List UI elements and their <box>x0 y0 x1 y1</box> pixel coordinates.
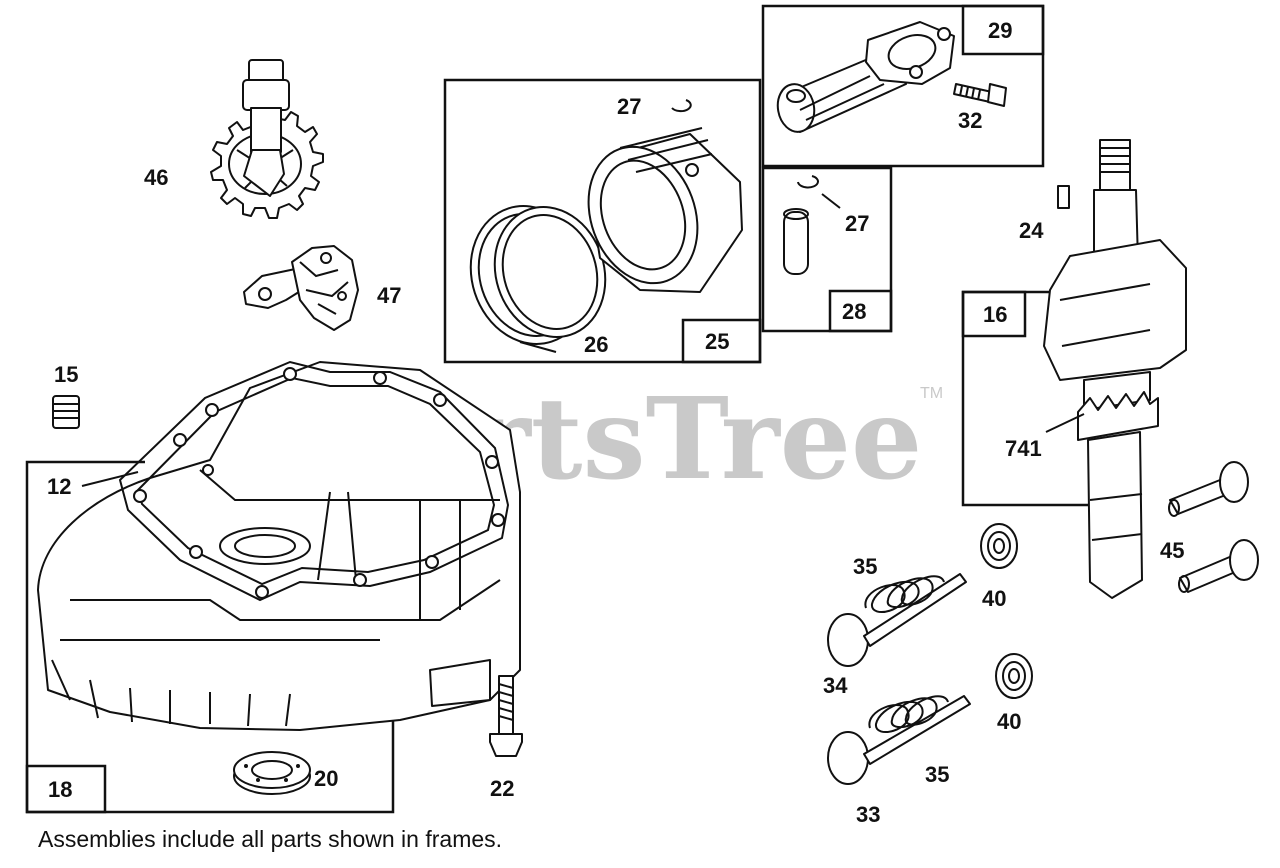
callout-12: 12 <box>47 474 71 499</box>
piston-pin-retainer-part-lower: 27 <box>797 175 869 236</box>
frame-16-crankshaft-assembly: 16 <box>961 290 1090 507</box>
connecting-rod-part <box>776 21 955 133</box>
callout-45: 45 <box>1160 538 1184 563</box>
piston-rings-part: 26 <box>469 205 608 357</box>
callout-34: 34 <box>823 673 848 698</box>
frame-29-connecting-rod-assembly: 29 <box>761 4 1045 168</box>
callout-35-upper: 35 <box>853 554 877 579</box>
valve-spring-part-lower: 35 <box>868 695 949 787</box>
callout-24: 24 <box>1019 218 1044 243</box>
callout-40-lower: 40 <box>997 709 1021 734</box>
cam-gear-part: 46 <box>144 59 324 219</box>
frame-label-16: 16 <box>983 302 1007 327</box>
frame-label-25: 25 <box>705 329 729 354</box>
valve-spring-part-upper: 35 <box>853 554 945 613</box>
callout-26: 26 <box>584 332 608 357</box>
frame-18-sump-assembly: 18 <box>25 460 395 814</box>
valve-retainer-part-lower: 40 <box>995 653 1033 734</box>
rod-bolt-part: 32 <box>953 83 1007 133</box>
valve-lifter-part-lower: 45 <box>1160 538 1259 593</box>
frame-label-28: 28 <box>842 299 866 324</box>
piston-part <box>587 127 743 293</box>
engine-sump-part <box>37 361 521 731</box>
assemblies-caption: Assemblies include all parts shown in fr… <box>38 826 503 852</box>
callout-35-lower: 35 <box>925 762 949 787</box>
intake-valve-part: 34 <box>823 573 967 698</box>
callout-15: 15 <box>54 362 78 387</box>
sump-bolt-part: 22 <box>489 675 523 801</box>
crankshaft-part: 741 <box>1005 139 1187 599</box>
watermark-trademark: TM <box>920 385 943 402</box>
frame-28-wrist-pin-assembly: 28 <box>761 166 893 333</box>
oil-seal-part: 20 <box>233 751 338 795</box>
sump-gasket-part <box>118 360 510 602</box>
callout-12-leader: 12 <box>47 471 139 499</box>
valve-retainer-part-upper: 40 <box>980 523 1018 611</box>
crankshaft-key-part: 24 <box>1019 185 1070 243</box>
callout-33: 33 <box>856 802 880 827</box>
callout-20: 20 <box>314 766 338 791</box>
callout-22: 22 <box>490 776 514 801</box>
wrist-pin-part <box>783 208 809 275</box>
frame-label-29: 29 <box>988 18 1012 43</box>
valve-lifter-part-upper <box>1168 461 1249 517</box>
callout-40-upper: 40 <box>982 586 1006 611</box>
piston-pin-retainer-part-top: 27 <box>617 94 692 119</box>
governor-bracket-part: 47 <box>243 245 401 331</box>
callout-32: 32 <box>958 108 982 133</box>
oil-fill-plug-part: 15 <box>52 362 80 429</box>
frame-label-18: 18 <box>48 777 72 802</box>
callout-46: 46 <box>144 165 168 190</box>
callout-741: 741 <box>1005 436 1042 461</box>
callout-27-top: 27 <box>617 94 641 119</box>
callout-27-lower: 27 <box>845 211 869 236</box>
callout-47: 47 <box>377 283 401 308</box>
frame-25-piston-assembly: 25 <box>443 78 762 364</box>
exhaust-valve-part: 33 <box>827 695 971 827</box>
